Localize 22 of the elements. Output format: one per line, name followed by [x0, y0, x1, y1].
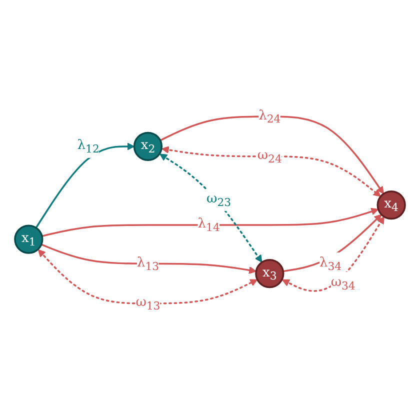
edge-label: λ$_{14}$: [198, 215, 220, 234]
edge-label: ω$_{13}$: [136, 294, 160, 312]
node-circle: x$_{2}$: [133, 132, 163, 162]
node-circle: x$_{4}$: [376, 190, 406, 220]
arrow: [41, 244, 256, 274]
edge-label: λ$_{13}$: [136, 254, 160, 272]
arrow: [159, 154, 262, 263]
edge-label: λ$_{24}$: [258, 107, 281, 126]
edge-label: ω$_{24}$: [257, 146, 282, 166]
arrow: [42, 208, 379, 237]
arrow: [162, 146, 381, 197]
edge-label: λ$_{34}$: [319, 254, 342, 272]
arrow: [160, 116, 384, 194]
edge-label: ω$_{34}$: [330, 274, 356, 292]
node-circle: x$_{3}$: [255, 258, 284, 288]
edge-label: ω$_{23}$: [206, 190, 232, 208]
arrow: [38, 249, 258, 304]
arrow: [35, 142, 135, 228]
arrow: [282, 216, 384, 292]
arrow: [283, 214, 382, 272]
node-circle: x$_{1}$: [14, 224, 44, 254]
edge-label: λ$_{12}$: [77, 136, 100, 156]
